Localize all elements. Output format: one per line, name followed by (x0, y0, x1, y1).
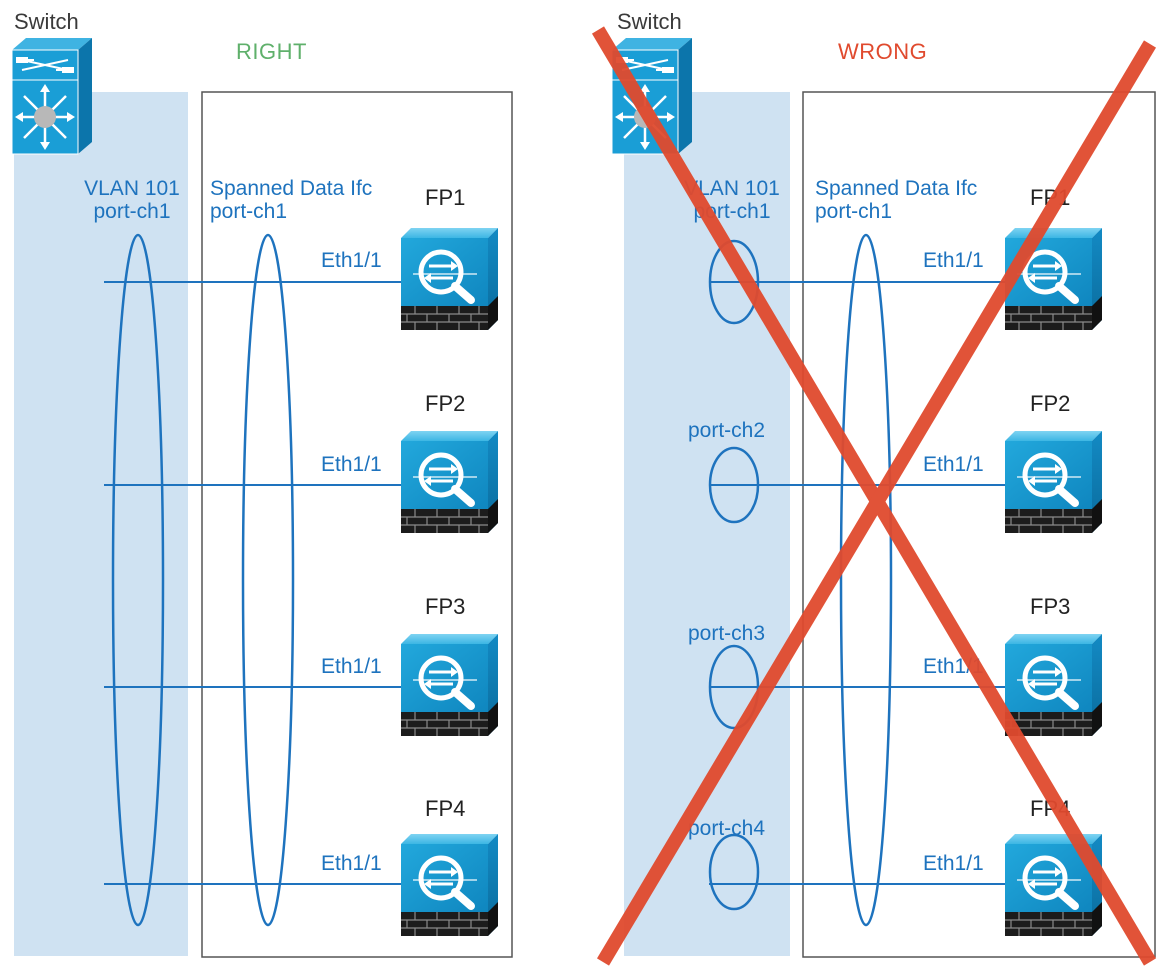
wrong-verdict-label: WRONG (838, 39, 928, 64)
right-vlan-label: VLAN 101 port-ch1 (652, 177, 812, 223)
device-name-fp3: FP3 (425, 594, 466, 619)
left-switch-band (14, 92, 188, 956)
device-name-fp3: FP3 (1030, 594, 1071, 619)
port-channel-ellipse (708, 239, 760, 325)
left-switch-title: Switch (14, 9, 79, 34)
vlan-label-line: VLAN 101 (84, 177, 180, 200)
interface-label: Eth1/1 (923, 852, 984, 875)
right-switch-band (624, 92, 790, 956)
left-panel-graphics (10, 36, 513, 958)
vlan-label-line: VLAN 101 (684, 177, 780, 200)
left-vlan-label: VLAN 101 port-ch1 (52, 177, 212, 223)
port-channel-label-line: port-ch1 (210, 199, 288, 223)
port-channel-label-line: port-ch1 (815, 199, 893, 223)
device-name-fp1: FP1 (425, 185, 466, 210)
port-channel-label: port-ch3 (688, 622, 766, 645)
port-channel-ellipse (708, 644, 760, 730)
left-spanned-label: Spanned Data Ifc port-ch1 (210, 177, 373, 223)
right-switch-title: Switch (617, 9, 682, 34)
interface-label: Eth1/1 (923, 249, 984, 272)
right-verdict-label: RIGHT (236, 39, 307, 64)
left-link-lines (104, 281, 402, 885)
vlan-port-channel-ellipse (111, 233, 165, 927)
device-name-fp4: FP4 (425, 796, 466, 821)
port-channel-ellipse (708, 446, 760, 524)
spanned-label-line: Spanned Data Ifc (815, 177, 978, 200)
interface-label: Eth1/1 (321, 249, 382, 272)
port-channel-ellipse (708, 833, 760, 911)
interface-label: Eth1/1 (321, 655, 382, 678)
port-channel-label-line: port-ch1 (93, 199, 171, 223)
spanned-port-channel-ellipse (839, 233, 893, 927)
port-channel-label: port-ch2 (688, 419, 766, 442)
spanned-port-channel-ellipse (241, 233, 295, 927)
interface-label: Eth1/1 (321, 453, 382, 476)
device-name-fp2: FP2 (425, 391, 466, 416)
port-channel-label: port-ch4 (688, 817, 766, 840)
right-spanned-label: Spanned Data Ifc port-ch1 (815, 177, 978, 223)
interface-label: Eth1/1 (321, 852, 382, 875)
interface-label: Eth1/1 (923, 453, 984, 476)
spanned-label-line: Spanned Data Ifc (210, 177, 373, 200)
device-name-fp2: FP2 (1030, 391, 1071, 416)
